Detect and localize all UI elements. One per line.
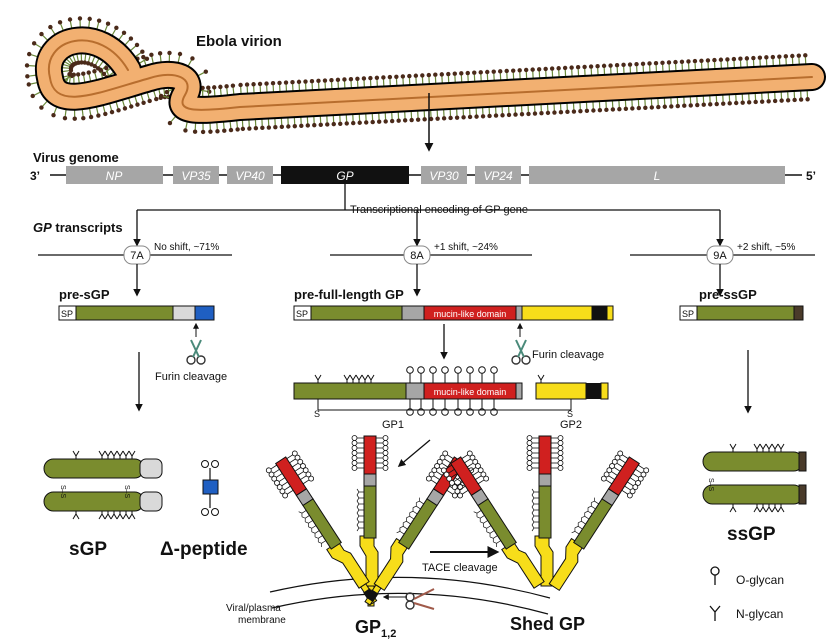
site-8a: 8A <box>410 250 424 262</box>
gp12-label: GP1,2 <box>355 617 396 640</box>
gp2-label: GP2 <box>560 419 582 431</box>
gene-vp35: VP35 <box>173 166 219 184</box>
scissors-icon <box>511 339 531 365</box>
gp12-trimer <box>265 435 475 607</box>
shift-note-9a: +2 shift, ~5% <box>737 242 795 253</box>
n-glycan-icon <box>709 605 721 621</box>
signal-peptide-label: SP <box>296 309 308 319</box>
gene-label: NP <box>106 169 123 183</box>
membrane-label-2: membrane <box>238 615 286 626</box>
gene-label: VP35 <box>181 169 211 183</box>
ebola-virion: Ebola virion <box>24 16 826 135</box>
o-glycan-label: O-glycan <box>736 573 784 587</box>
shed-gp-trimer <box>440 435 650 592</box>
ssgp-label: ssGP <box>727 524 776 545</box>
virion-spikes <box>24 16 810 135</box>
scissors-icon <box>405 588 435 610</box>
virion-label: Ebola virion <box>196 33 282 50</box>
shed-gp-label: Shed GP <box>510 614 585 634</box>
branch-7a: 7A No shift, ~71% <box>38 242 232 297</box>
shift-note-7a: No shift, ~71% <box>154 242 219 253</box>
gene-gp: GP <box>281 166 409 184</box>
mucin-domain-label: mucin-like domain <box>434 309 507 319</box>
membrane-label-1: Viral/plasma <box>226 603 281 614</box>
n-glycan-label: N-glycan <box>736 607 783 621</box>
disulfide-label: S–S <box>59 485 66 499</box>
gene-label: VP24 <box>483 169 513 183</box>
gp1-label: GP1 <box>382 419 404 431</box>
pre-sgp: pre-sGP SP Furin cleavage <box>58 287 227 412</box>
delta-peptide: Δ-peptide <box>160 460 248 560</box>
site-9a: 9A <box>713 250 727 262</box>
transcripts-title: GP transcripts <box>33 220 123 235</box>
mucin-domain-label: mucin-like domain <box>434 387 507 397</box>
branch-9a: 9A +2 shift, ~5% <box>630 242 815 297</box>
transcription-label: Transcriptional encoding of GP gene <box>350 204 528 216</box>
pre-sgp-label: pre-sGP <box>59 287 110 302</box>
disulfide-label: S–S <box>123 485 130 499</box>
branch-8a: 8A +1 shift, ~24% <box>330 242 532 297</box>
gene-l: L <box>529 166 785 184</box>
gene-label: GP <box>336 169 353 183</box>
gene-np: NP <box>66 166 163 184</box>
furin-cleavage-left: Furin cleavage <box>155 371 227 383</box>
tace-cleavage-label: TACE cleavage <box>422 562 498 574</box>
sgp-dimer: S–S S–S sGP <box>43 450 163 560</box>
gp-transcripts: GP transcripts Transcriptional encoding … <box>33 184 815 297</box>
pre-full-length-gp-label: pre-full-length GP <box>294 287 404 302</box>
gene-vp40: VP40 <box>227 166 273 184</box>
sgp-label: sGP <box>69 539 107 560</box>
signal-peptide-label: SP <box>682 309 694 319</box>
pre-ssgp-label: pre-ssGP <box>699 287 757 302</box>
gene-label: VP40 <box>235 169 265 183</box>
gene-vp30: VP30 <box>421 166 467 184</box>
genome-5-prime: 5’ <box>806 169 816 183</box>
scissors-icon <box>186 339 206 365</box>
gene-label: VP30 <box>429 169 459 183</box>
genome-3-prime: 3’ <box>30 169 40 183</box>
pre-full-length-gp: pre-full-length GP SP mucin-like domain … <box>293 287 614 468</box>
ssgp-dimer: S–S ssGP <box>702 443 807 545</box>
disulfide-s-right: S <box>567 409 573 419</box>
signal-peptide-label: SP <box>61 309 73 319</box>
disulfide-label: S–S <box>707 478 714 492</box>
pre-ssgp: pre-ssGP SP <box>679 287 804 414</box>
genome-title: Virus genome <box>33 150 119 165</box>
legend: O-glycan N-glycan <box>709 566 784 621</box>
furin-cleavage-mid: Furin cleavage <box>532 349 604 361</box>
gene-label: L <box>654 169 661 183</box>
gene-vp24: VP24 <box>475 166 521 184</box>
virus-genome: Virus genome 3’ 5’ NP VP35 VP40 GP VP30 … <box>30 150 816 184</box>
delta-peptide-label: Δ-peptide <box>160 539 248 560</box>
shift-note-8a: +1 shift, ~24% <box>434 242 498 253</box>
disulfide-s-left: S <box>314 409 320 419</box>
site-7a: 7A <box>130 250 144 262</box>
cleaved-gp1-gp2: mucin-like domain S S GP1 GP2 <box>293 366 609 431</box>
o-glycan-icon <box>710 566 720 585</box>
